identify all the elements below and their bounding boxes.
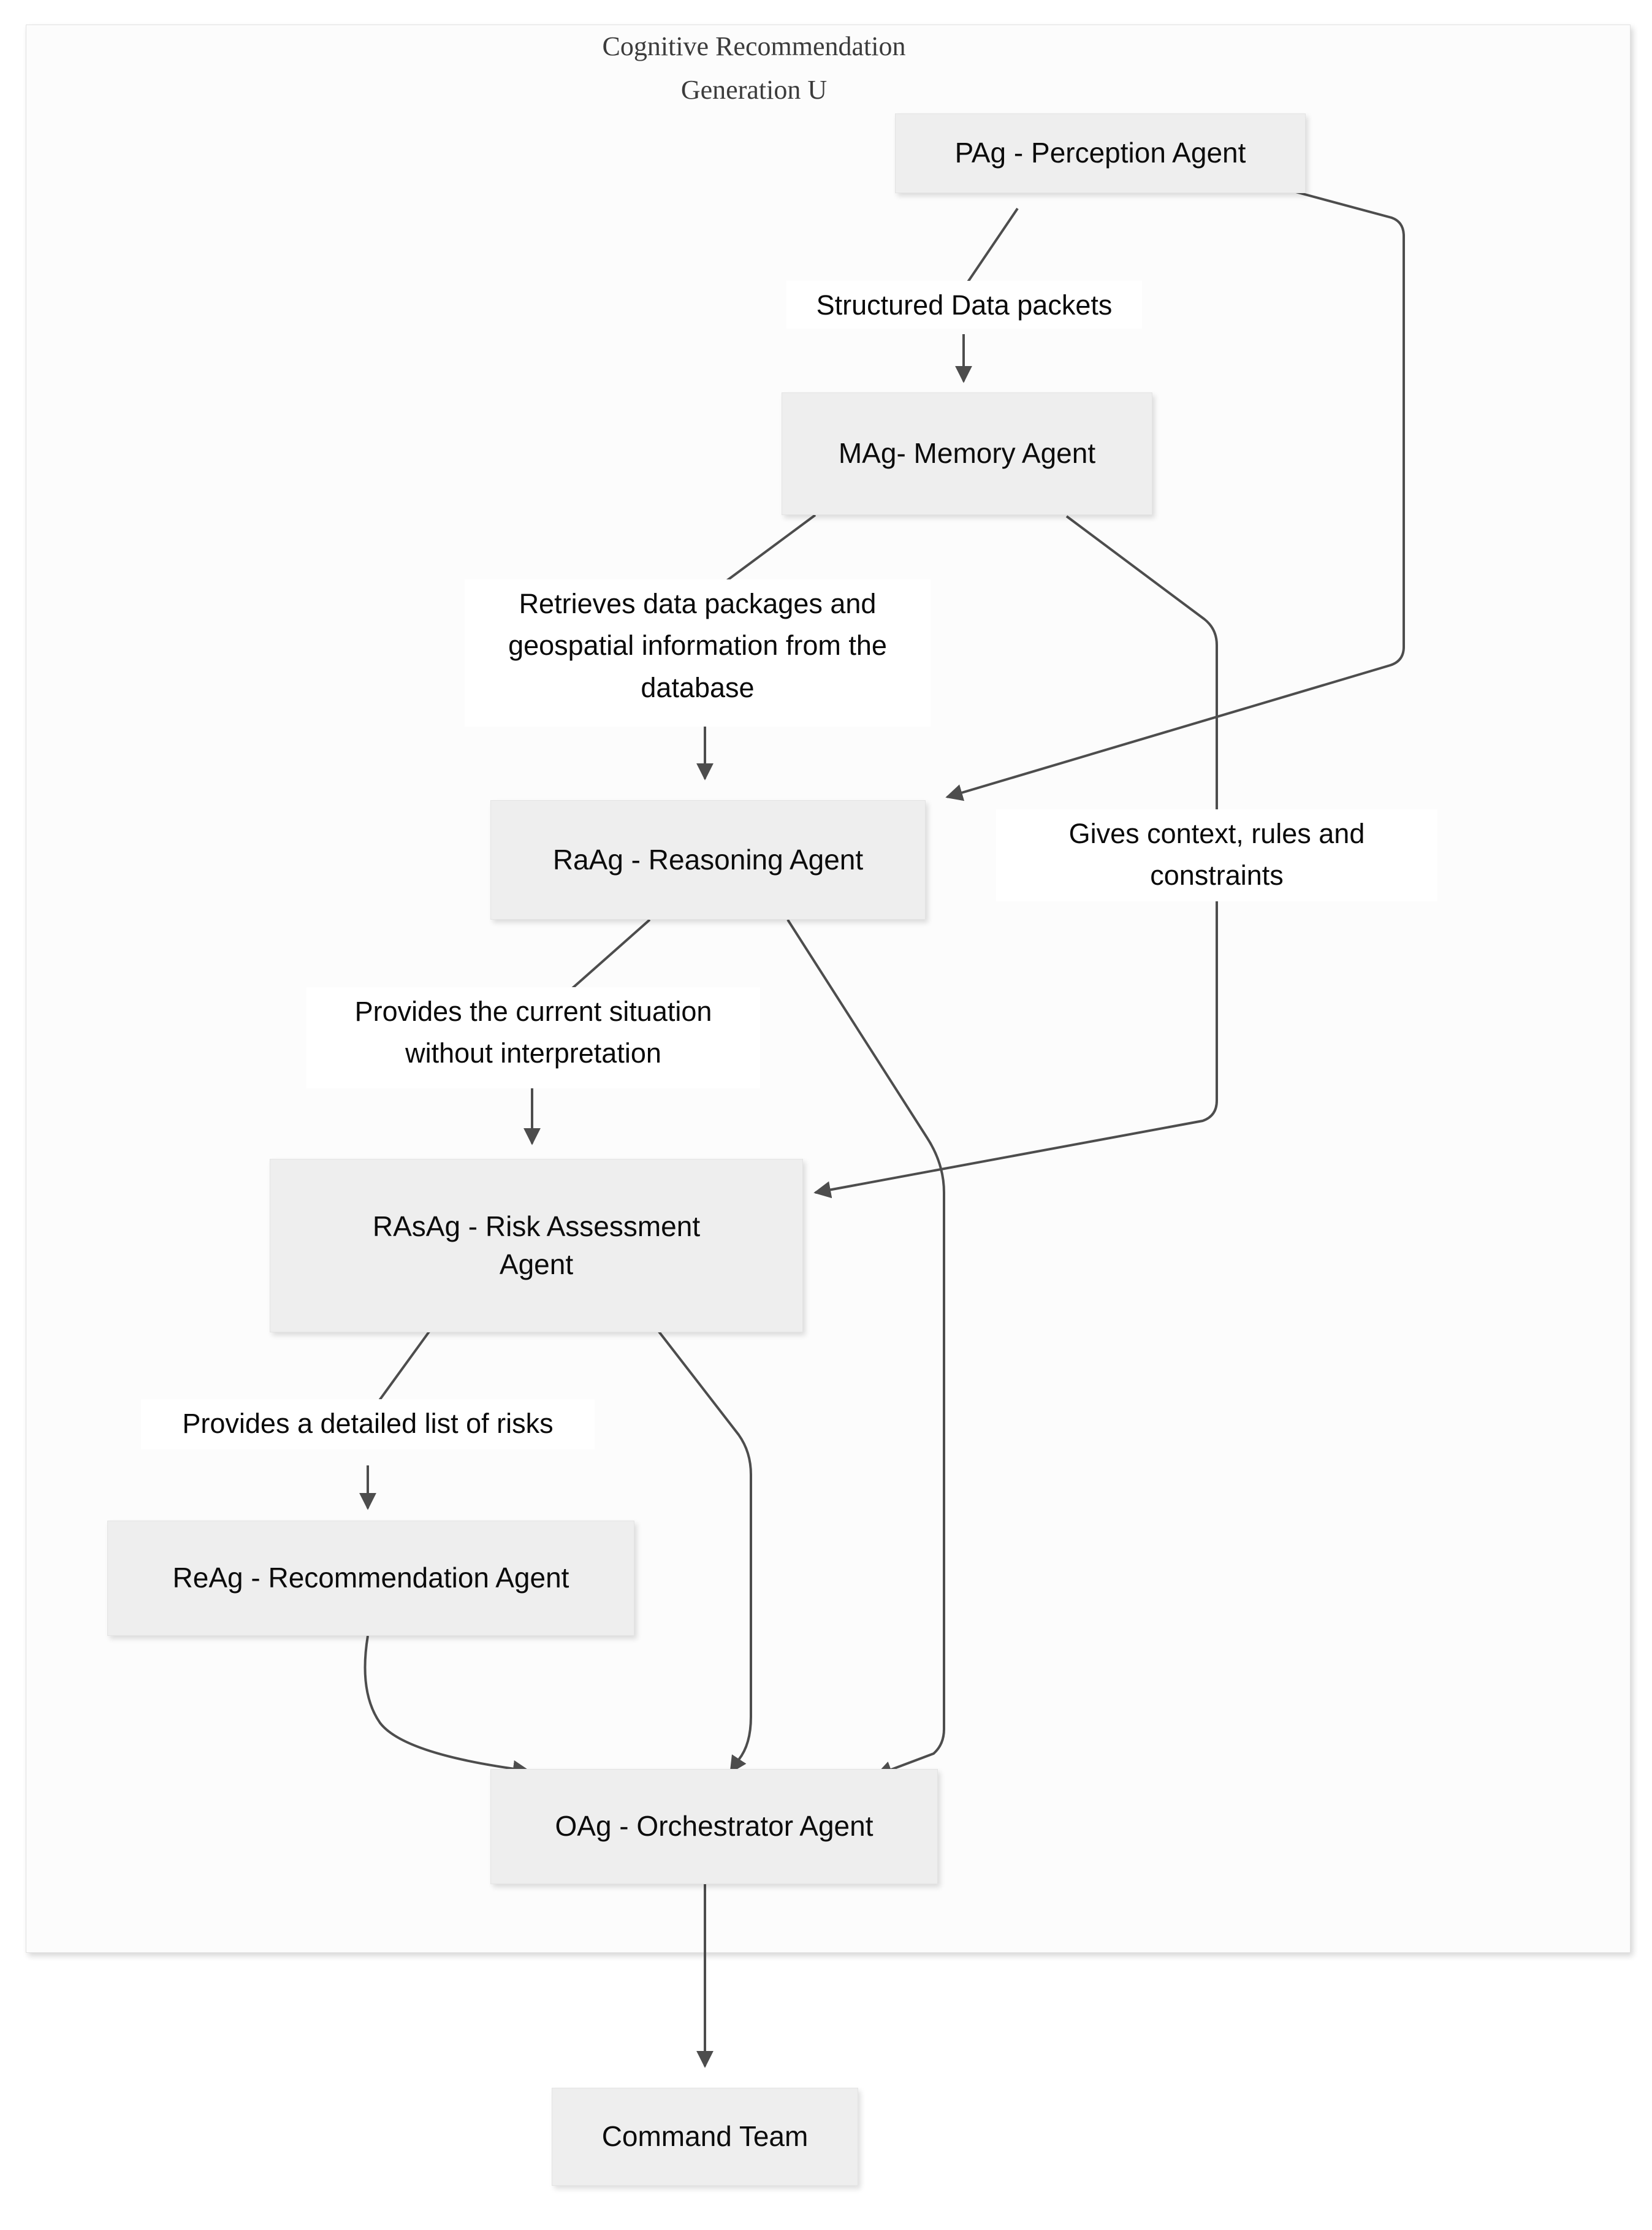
node-orchestrator-agent[interactable]: OAg - Orchestrator Agent: [490, 1769, 938, 1884]
page-title: Cognitive Recommendation Generation U: [602, 31, 906, 105]
edge-label-gives-context-rules-constraints: Gives context, rules and constraints: [996, 809, 1437, 901]
node-command-team[interactable]: Command Team: [552, 2088, 858, 2186]
node-recommendation-agent[interactable]: ReAg - Recommendation Agent: [107, 1521, 634, 1636]
node-risk-assessment-agent[interactable]: RAsAg - Risk Assessment Agent: [270, 1159, 803, 1332]
edge-label-structured-data-packets: Structured Data packets: [786, 281, 1142, 329]
edge-label-provides-detailed-list-of-risks: Provides a detailed list of risks: [141, 1399, 595, 1449]
edge-label-provides-current-situation: Provides the current situation without i…: [306, 987, 760, 1088]
node-perception-agent[interactable]: PAg - Perception Agent: [895, 113, 1306, 193]
edge-label-retrieves-data-packages: Retrieves data packages and geospatial i…: [465, 579, 931, 727]
node-reasoning-agent[interactable]: RaAg - Reasoning Agent: [490, 800, 926, 920]
node-memory-agent[interactable]: MAg- Memory Agent: [782, 392, 1152, 515]
